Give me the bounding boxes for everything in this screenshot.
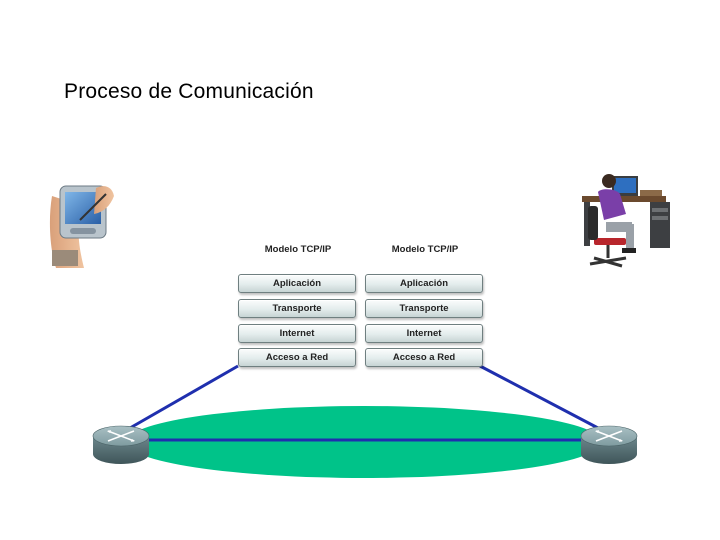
layer-transporte: Transporte xyxy=(238,299,356,318)
router-icon xyxy=(92,425,150,464)
layer-acceso-a-red: Acceso a Red xyxy=(238,348,356,367)
left-link-line xyxy=(129,364,239,430)
slide-title: Proceso de Comunicación xyxy=(64,80,314,103)
right-link-line xyxy=(479,364,599,430)
layer-internet: Internet xyxy=(238,324,356,343)
workstation-user-icon xyxy=(582,174,670,268)
layer-transporte: Transporte xyxy=(365,299,483,318)
stack-title: Modelo TCP/IP xyxy=(264,244,332,255)
layer-aplicacion: Aplicación xyxy=(365,274,483,293)
pda-hand-icon xyxy=(49,185,114,268)
layer-aplicacion: Aplicación xyxy=(238,274,356,293)
layer-acceso-a-red: Acceso a Red xyxy=(365,348,483,367)
network-cloud-ellipse xyxy=(126,406,602,478)
stack-title: Modelo TCP/IP xyxy=(391,244,459,255)
layer-internet: Internet xyxy=(365,324,483,343)
router-icon xyxy=(580,425,638,464)
